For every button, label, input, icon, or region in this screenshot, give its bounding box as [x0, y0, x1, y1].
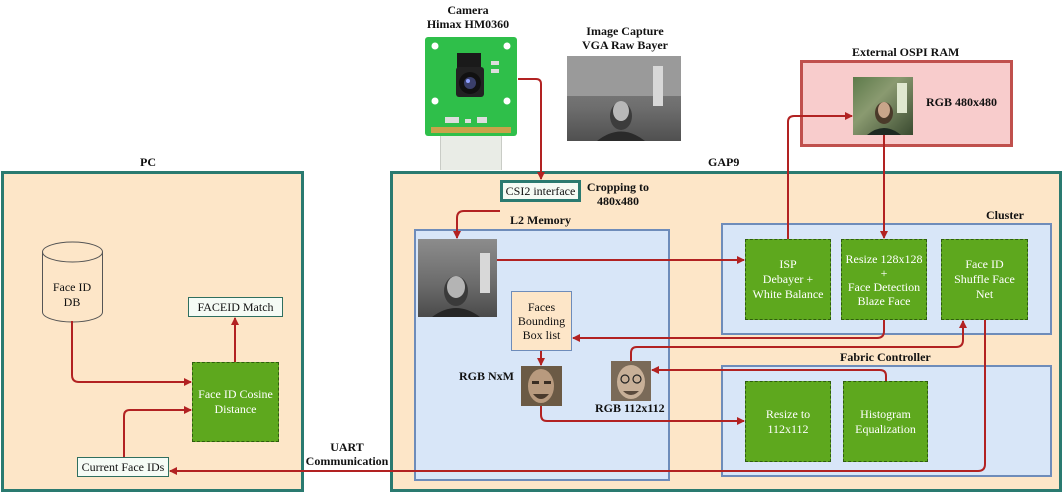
bbox-line3: Box list — [522, 328, 561, 342]
rgb-112-label: RGB 112x112 — [595, 401, 665, 415]
camera-flex-cable — [440, 134, 502, 170]
fc-resize-line1: Resize to — [765, 406, 811, 421]
isp-line2: Debayer + — [762, 272, 814, 286]
ram-rgb-photo — [853, 77, 913, 135]
resize-112-box: Resize to 112x112 — [745, 381, 831, 462]
pc-title: PC — [140, 155, 156, 169]
ram-person-graphic — [867, 83, 907, 135]
l2-memory-title: L2 Memory — [510, 213, 571, 227]
camera-board-icon — [425, 37, 517, 136]
camera-title-line2: Himax HM0360 — [426, 17, 510, 31]
external-ram-title: External OSPI RAM — [852, 45, 960, 59]
isp-debayer-box: ISP Debayer + White Balance — [745, 239, 831, 320]
nxm-face-graphic — [528, 369, 554, 403]
face-id-net-box: Face ID Shuffle Face Net — [941, 239, 1028, 320]
image-capture-line1: Image Capture — [586, 24, 664, 38]
csi2-interface-box: CSI2 interface — [500, 180, 581, 202]
uart-label: UART Communication — [302, 440, 392, 468]
fd-line1: Resize 128x128 — [845, 251, 923, 266]
ram-rgb-label: RGB 480x480 — [926, 95, 998, 109]
image-capture-photo — [567, 56, 681, 141]
arrow-camera-to-csi2 — [518, 78, 545, 180]
rgb-nxm-face-photo — [521, 366, 562, 406]
rgb-nxm-label: RGB NxM — [459, 369, 514, 383]
face-112-graphic — [617, 365, 645, 399]
faceid-line2: Shuffle Face Net — [954, 272, 1015, 301]
database-label-line1: Face ID — [52, 280, 92, 294]
fd-line3: Face Detection — [847, 279, 921, 294]
fd-line4: Blaze Face — [857, 293, 911, 308]
cosine-line2: Distance — [214, 402, 257, 416]
isp-line1: ISP — [779, 257, 797, 271]
camera-board-graphic — [431, 42, 511, 133]
camera-title-line1: Camera — [447, 3, 489, 17]
bbox-line2: Bounding — [517, 314, 566, 328]
hist-line2: Equalization — [855, 421, 916, 436]
face-id-cosine-distance-box: Face ID Cosine Distance — [192, 362, 279, 442]
current-face-ids-box: Current Face IDs — [77, 457, 169, 477]
cropping-line2: 480x480 — [597, 194, 639, 208]
pc-region — [1, 171, 304, 492]
fd-line2: + — [880, 265, 888, 280]
image-capture-title: Image Capture VGA Raw Bayer — [575, 24, 675, 52]
database-label: Face ID DB — [44, 280, 100, 310]
l2-frame-photo — [418, 239, 497, 317]
cluster-title: Cluster — [986, 208, 1024, 222]
uart-line1: UART — [330, 440, 364, 454]
cropping-label: Cropping to 480x480 — [584, 180, 652, 208]
cropping-line1: Cropping to — [586, 180, 650, 194]
bbox-line1: Faces — [527, 300, 556, 314]
gap9-title: GAP9 — [708, 155, 740, 169]
image-capture-line2: VGA Raw Bayer — [582, 38, 668, 52]
uart-line2: Communication — [305, 454, 389, 468]
camera-title: Camera Himax HM0360 — [426, 3, 510, 31]
hist-line1: Histogram — [860, 406, 911, 421]
faceid-match-box: FACEID Match — [188, 297, 283, 317]
fc-resize-line2: 112x112 — [767, 421, 809, 436]
histogram-equalization-box: Histogram Equalization — [843, 381, 928, 462]
face-detection-box: Resize 128x128 + Face Detection Blaze Fa… — [841, 239, 927, 320]
rgb-112-face-photo — [611, 361, 651, 401]
l2-person-graphic — [432, 253, 490, 317]
faceid-line1: Face ID — [965, 257, 1004, 271]
cosine-line1: Face ID Cosine — [198, 387, 273, 401]
isp-line3: White Balance — [752, 287, 824, 301]
person-photo-graphic — [567, 56, 681, 141]
fabric-controller-title: Fabric Controller — [840, 350, 931, 364]
database-label-line2: DB — [63, 295, 81, 309]
faces-bounding-box-list: Faces Bounding Box list — [511, 291, 572, 351]
